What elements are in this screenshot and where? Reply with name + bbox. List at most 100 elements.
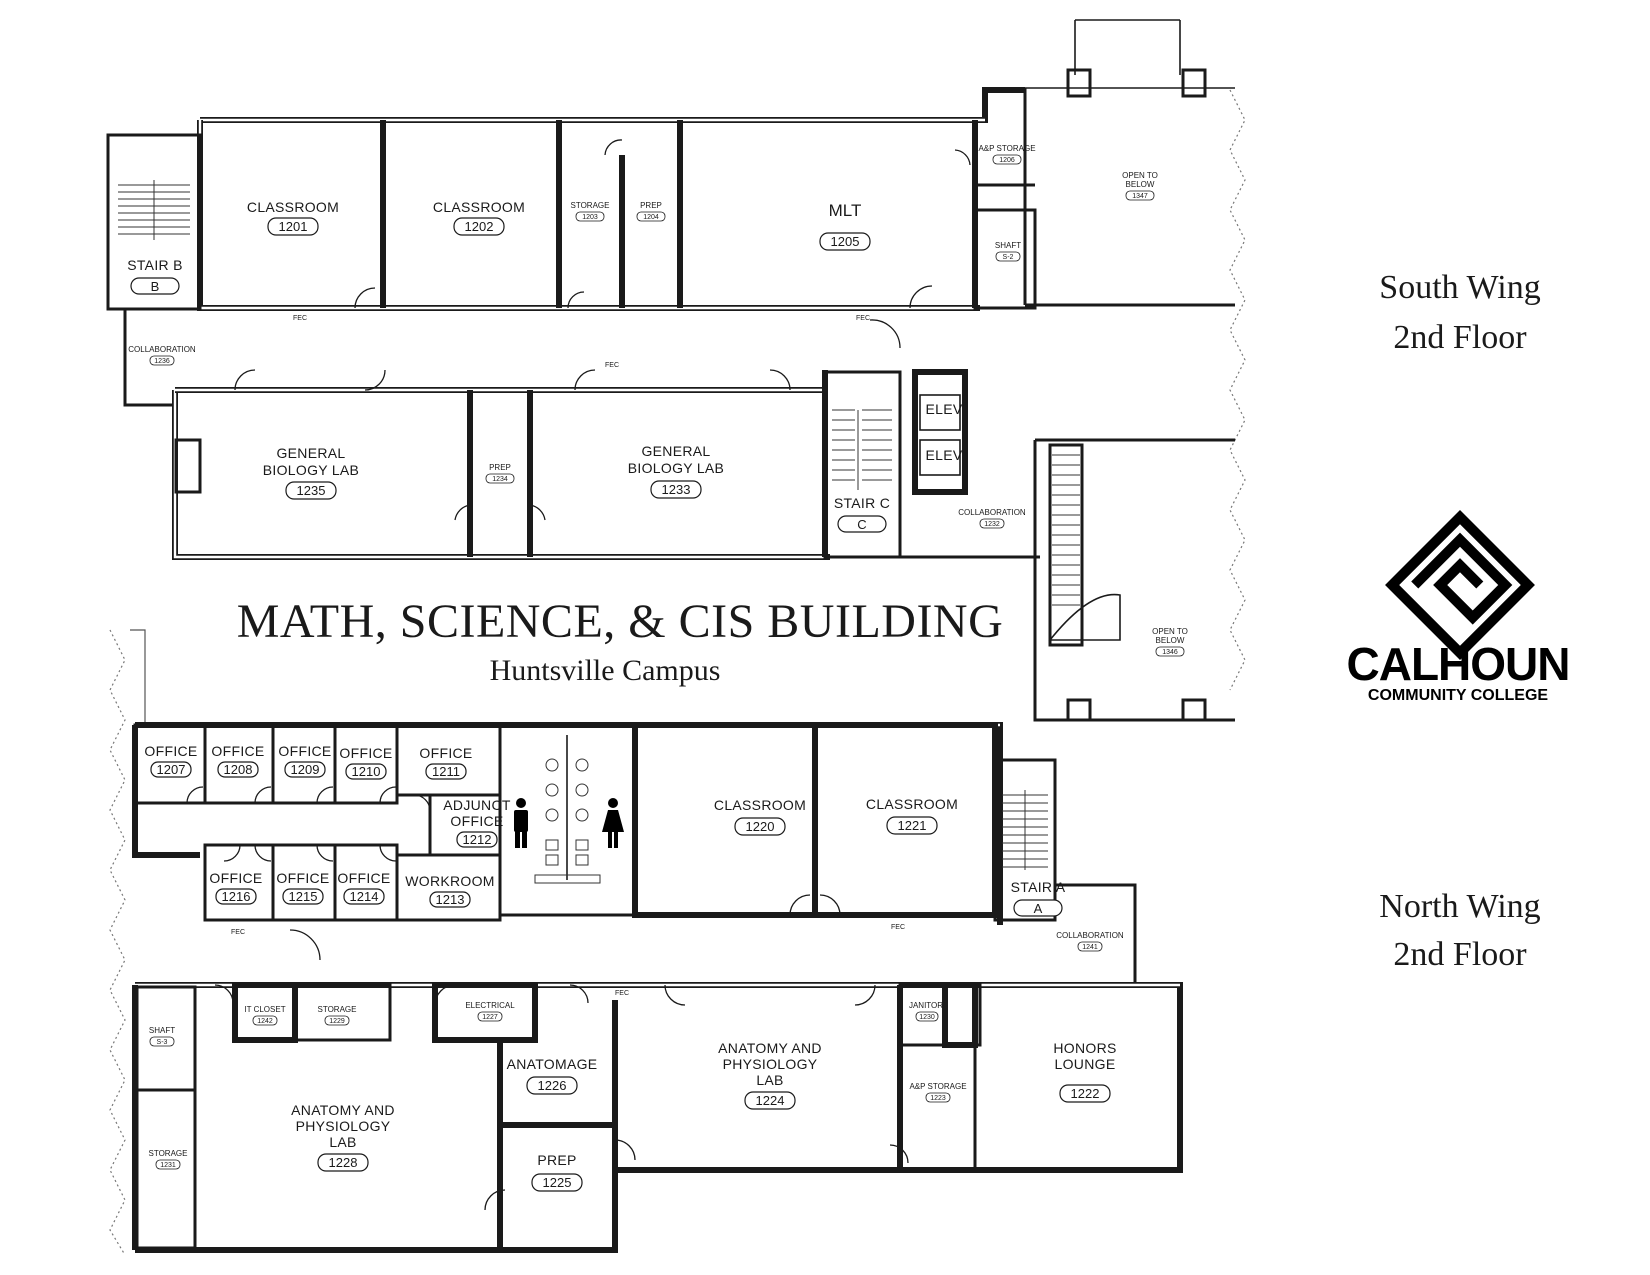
room-1215-number: 1215 <box>289 889 318 904</box>
room-1233-name2: BIOLOGY LAB <box>628 460 724 476</box>
room-1203-name: STORAGE <box>571 201 610 210</box>
room-1236-name: COLLABORATION <box>128 345 196 354</box>
stair-b-number: B <box>151 279 160 294</box>
room-1226-name: ANATOMAGE <box>507 1056 598 1072</box>
room-1212-number: 1212 <box>463 832 492 847</box>
elevator-2-label: ELEV <box>926 447 963 463</box>
room-1231-number: 1231 <box>160 1162 176 1169</box>
room-1347-name2: BELOW <box>1126 180 1155 189</box>
north-wing-floor: 2nd Floor <box>1393 936 1527 973</box>
room-1212-name2: OFFICE <box>450 813 503 829</box>
stair-c-number: C <box>857 517 866 532</box>
room-1223-number: 1223 <box>930 1095 946 1102</box>
room-1221-name: CLASSROOM <box>866 796 958 812</box>
room-1346-name2: BELOW <box>1156 636 1185 645</box>
elevator-1-label: ELEV <box>926 401 963 417</box>
room-1235-number: 1235 <box>297 483 326 498</box>
shaft-s2-number: S-2 <box>1003 254 1014 261</box>
room-1209-number: 1209 <box>291 762 320 777</box>
room-1207-name: OFFICE <box>144 743 197 759</box>
room-1229-name: STORAGE <box>318 1005 357 1014</box>
room-1227-name: ELECTRICAL <box>465 1001 515 1010</box>
room-1228-name2: PHYSIOLOGY <box>296 1118 391 1134</box>
room-1202-number: 1202 <box>465 219 494 234</box>
room-1204-number: 1204 <box>643 214 659 221</box>
room-1205-number: 1205 <box>831 234 860 249</box>
room-1242-number: 1242 <box>257 1018 273 1025</box>
fec-label: FEC <box>231 929 245 936</box>
room-1220-number: 1220 <box>746 819 775 834</box>
room-1234-name: PREP <box>489 463 511 472</box>
room-1346-number: 1346 <box>1162 649 1178 656</box>
room-1235-name2: BIOLOGY LAB <box>263 462 359 478</box>
room-1222-name2: LOUNGE <box>1055 1056 1116 1072</box>
room-1223-name: A&P STORAGE <box>909 1082 966 1091</box>
room-1221-number: 1221 <box>898 818 927 833</box>
room-1346-name1: OPEN TO <box>1152 627 1188 636</box>
room-1216-number: 1216 <box>222 889 251 904</box>
room-1232-name: COLLABORATION <box>958 508 1026 517</box>
stair-b-label: STAIR B <box>127 257 183 273</box>
room-1201-name: CLASSROOM <box>247 199 339 215</box>
south-wing-plan: STAIR B B CLASSROOM 1201 CLASSROOM 1202 … <box>106 19 1246 722</box>
room-1220-name: CLASSROOM <box>714 797 806 813</box>
room-1228-name3: LAB <box>329 1134 356 1150</box>
calhoun-logo-icon <box>1385 510 1535 660</box>
room-1222-number: 1222 <box>1071 1086 1100 1101</box>
room-1210-name: OFFICE <box>339 745 392 761</box>
room-1225-number: 1225 <box>543 1175 572 1190</box>
room-1231-name: STORAGE <box>149 1149 188 1158</box>
room-1206-name: A&P STORAGE <box>978 144 1035 153</box>
fec-label: FEC <box>293 315 307 322</box>
womens-restroom-icon <box>602 798 624 848</box>
room-1214-name: OFFICE <box>337 870 390 886</box>
fec-label: FEC <box>615 990 629 997</box>
room-1234-number: 1234 <box>492 476 508 483</box>
room-1212-name1: ADJUNCT <box>443 797 511 813</box>
north-wing-title: North Wing <box>1379 888 1540 925</box>
room-1230-number: 1230 <box>919 1014 935 1021</box>
room-1208-number: 1208 <box>224 762 253 777</box>
room-1228-name1: ANATOMY AND <box>291 1102 395 1118</box>
fec-label: FEC <box>856 315 870 322</box>
shaft-s3-number: S-3 <box>157 1039 168 1046</box>
building-title: MATH, SCIENCE, & CIS BUILDING <box>237 595 1004 648</box>
room-1215-name: OFFICE <box>276 870 329 886</box>
room-1207-number: 1207 <box>157 762 186 777</box>
stair-c-label: STAIR C <box>834 495 890 511</box>
room-1347-name1: OPEN TO <box>1122 171 1158 180</box>
room-1347-number: 1347 <box>1132 193 1148 200</box>
room-1211-number: 1211 <box>432 764 460 779</box>
room-1202-name: CLASSROOM <box>433 199 525 215</box>
room-1226-number: 1226 <box>538 1078 567 1093</box>
logo-name: CALHOUN <box>1347 638 1570 690</box>
room-1211-name: OFFICE <box>419 745 472 761</box>
room-1209-name: OFFICE <box>278 743 331 759</box>
stair-a-label: STAIR A <box>1011 879 1066 895</box>
stair-a-number: A <box>1034 901 1043 916</box>
shaft-s3-name: SHAFT <box>149 1026 175 1035</box>
room-1233-name1: GENERAL <box>641 443 710 459</box>
room-1214-number: 1214 <box>350 889 379 904</box>
room-1208-name: OFFICE <box>211 743 264 759</box>
south-wing-floor: 2nd Floor <box>1393 319 1527 356</box>
room-1204-name: PREP <box>640 201 662 210</box>
mens-restroom-icon <box>514 798 528 848</box>
logo-subname: COMMUNITY COLLEGE <box>1368 687 1548 704</box>
room-1224-name2: PHYSIOLOGY <box>723 1056 818 1072</box>
room-1228-number: 1228 <box>329 1155 358 1170</box>
south-wing-title: South Wing <box>1379 269 1540 306</box>
room-1210-number: 1210 <box>352 764 381 779</box>
room-1235-name1: GENERAL <box>276 445 345 461</box>
room-1206-number: 1206 <box>999 157 1015 164</box>
room-1222-name1: HONORS <box>1053 1040 1116 1056</box>
room-1242-name: IT CLOSET <box>244 1005 285 1014</box>
fec-label: FEC <box>891 924 905 931</box>
room-1233-number: 1233 <box>662 482 691 497</box>
room-1216-name: OFFICE <box>209 870 262 886</box>
room-1213-name: WORKROOM <box>405 873 495 889</box>
room-1203-number: 1203 <box>582 214 598 221</box>
north-wing-plan: OFFICE 1207 OFFICE 1208 OFFICE 1209 OFFI… <box>109 629 1183 1256</box>
room-1225-name: PREP <box>537 1152 576 1168</box>
